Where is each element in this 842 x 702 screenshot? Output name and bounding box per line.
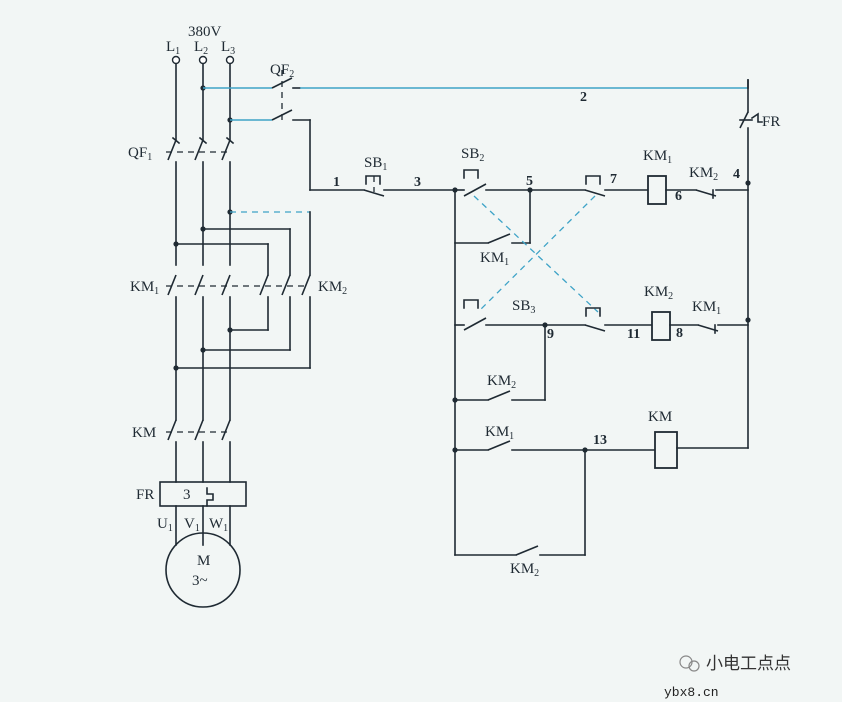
sb3-nc-forward (584, 175, 606, 197)
terminal-l1 (171, 55, 181, 65)
wire-4: 4 (733, 167, 740, 182)
label-sb3: SB3 (512, 298, 535, 316)
fr-thermal-relay (159, 481, 247, 507)
qf2-breaker (271, 70, 311, 124)
wire-6: 6 (675, 189, 682, 204)
km-coil (654, 431, 678, 469)
label-km1-interlock: KM1 (692, 299, 721, 317)
wire-8: 8 (676, 326, 683, 341)
sb2-forward-button (463, 169, 487, 197)
label-l2: L2 (194, 39, 208, 57)
labels: 380V L1 L2 L3 QF1 QF2 KM1 KM2 KM FR 3 U1… (128, 24, 780, 589)
label-km1-main: KM1 (130, 279, 159, 297)
supply-voltage: 380V (188, 24, 222, 40)
label-fr-contact: FR (762, 114, 780, 130)
wire-3: 3 (414, 175, 421, 190)
label-km1-coil: KM1 (643, 148, 672, 166)
watermark-brand: 小电工点点 (706, 654, 791, 674)
km-main-contacts (166, 419, 231, 441)
terminal-l3 (225, 55, 235, 65)
label-u1: U1 (157, 516, 173, 534)
label-km-main: KM (132, 425, 156, 441)
label-sb1: SB1 (364, 155, 387, 173)
km2-coil (651, 311, 671, 341)
label-l3: L3 (221, 39, 235, 57)
label-fr-block-num: 3 (183, 487, 191, 503)
watermark-site: ybx8.cn (664, 685, 719, 700)
label-km2-km-branch: KM2 (510, 561, 539, 579)
watermark: 小电工点点 ybx8.cn (664, 654, 791, 700)
motor-symbol (165, 532, 241, 608)
wire-7: 7 (610, 172, 617, 187)
label-km2-main: KM2 (318, 279, 347, 297)
label-qf2: QF2 (270, 62, 294, 80)
label-v1: V1 (184, 516, 200, 534)
control-circuit (271, 70, 763, 556)
power-circuit (159, 55, 311, 608)
label-km2-holding: KM2 (487, 373, 516, 391)
km1-interlock-contact (697, 324, 719, 334)
km2-interlock-contact (695, 189, 717, 199)
km1-coil (647, 175, 667, 205)
motor-type: 3~ (192, 573, 208, 589)
wire-1: 1 (333, 175, 340, 190)
wire-11: 11 (627, 327, 640, 342)
label-km-coil: KM (648, 409, 672, 425)
sb3-reverse-button (463, 299, 487, 331)
label-km2-interlock: KM2 (689, 165, 718, 183)
label-km1-km-branch: KM1 (485, 424, 514, 442)
fr-nc-contact (739, 111, 763, 129)
wire-13: 13 (593, 433, 607, 448)
label-qf1: QF1 (128, 145, 152, 163)
label-fr-block: FR (136, 487, 154, 503)
sb1-stop-button (363, 175, 385, 197)
qf1-breaker (166, 136, 235, 161)
wire-9: 9 (547, 327, 554, 342)
label-km1-holding: KM1 (480, 250, 509, 268)
label-km2-coil: KM2 (644, 284, 673, 302)
wire-2: 2 (580, 90, 587, 105)
km2-main-contacts (232, 274, 311, 296)
sb2-nc-reverse (584, 307, 606, 332)
label-sb2: SB2 (461, 146, 484, 164)
km1-main-contacts (166, 274, 231, 296)
terminal-l2 (198, 55, 208, 65)
motor-name: M (197, 553, 210, 569)
label-w1: W1 (209, 516, 228, 534)
label-l1: L1 (166, 39, 180, 57)
wire-5: 5 (526, 174, 533, 189)
